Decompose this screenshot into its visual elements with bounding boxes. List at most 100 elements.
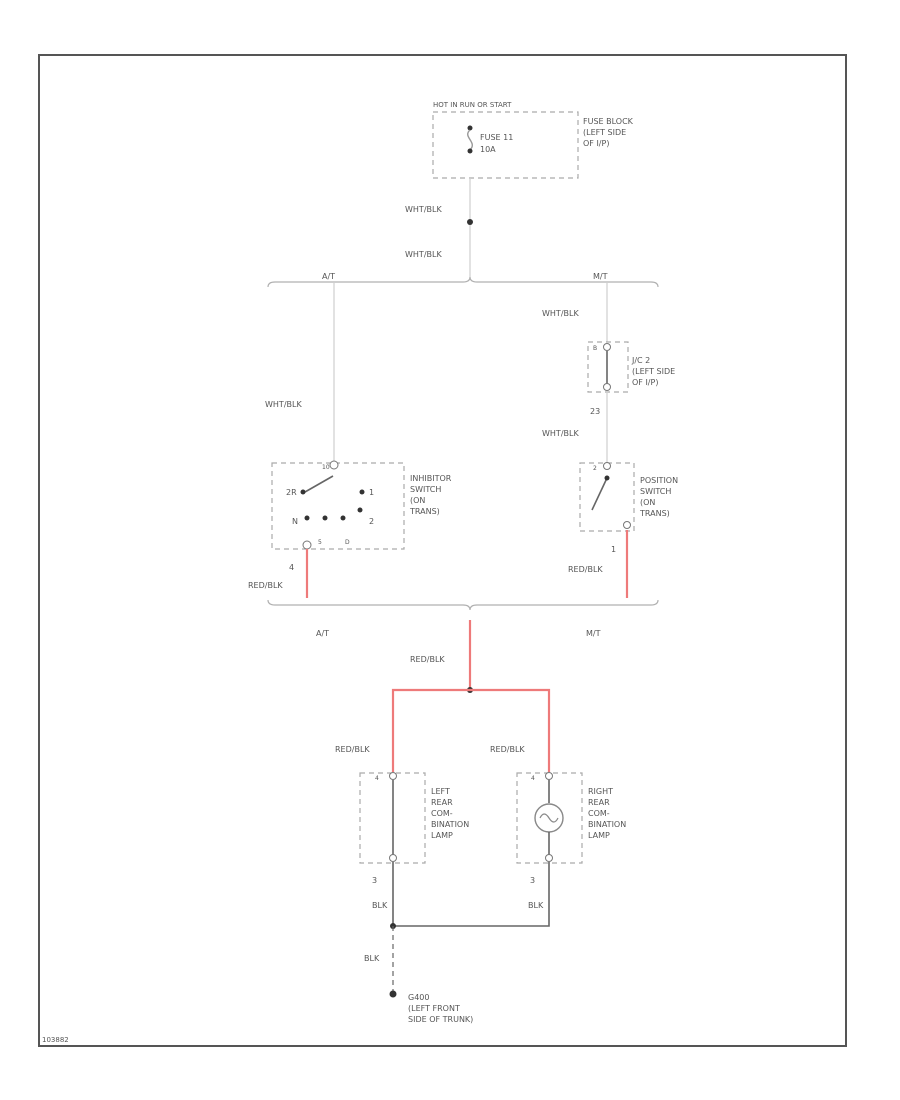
wire-label-blk-right: BLK [528, 901, 544, 910]
fuse-block-location-1: FUSE BLOCK [583, 117, 634, 126]
wire-label-blk-left: BLK [372, 901, 388, 910]
right-lamp-pin-top [545, 772, 553, 780]
position-contact-arm [591, 477, 608, 511]
jc2-label-2: (LEFT SIDE [632, 367, 675, 376]
wire-label-wht-blk-mt-1: WHT/BLK [542, 309, 579, 318]
inhibitor-pin-2r-label: 2R [286, 488, 297, 497]
jc2-outline [587, 341, 629, 393]
position-out-pin-label: 1 [611, 545, 616, 554]
wire-label-wht-blk-at: WHT/BLK [265, 400, 302, 409]
left-lamp-pin-bottom-label: 3 [372, 876, 377, 885]
left-lamp-label-3: COM- [431, 809, 453, 818]
wire-label-red-blk-left: RED/BLK [335, 745, 370, 754]
inhibitor-pin-top [329, 460, 339, 470]
left-rear-combination-lamp: 4 LEFT REAR COM- BINATION LAMP [359, 772, 469, 864]
inhibitor-pin-bottom [302, 540, 312, 550]
wire-label-red-blk-mt: RED/BLK [568, 565, 603, 574]
left-lamp-label-4: BINATION [431, 820, 469, 829]
position-contact-top [604, 475, 610, 481]
inhibitor-contact-arm [304, 475, 334, 493]
position-pin-top [603, 462, 611, 470]
bottom-branch-auto: A/T [316, 629, 329, 638]
jc2-pin-top-label: B [593, 345, 597, 352]
jc2-pin-bottom [603, 383, 611, 391]
position-switch-outline [579, 462, 635, 532]
right-lamp-outline [516, 772, 583, 864]
fuse-block-location-3: OF I/P) [583, 139, 609, 148]
inhibitor-label-3: (ON [410, 496, 425, 505]
position-label-2: SWITCH [640, 487, 671, 496]
fuse-block-outline [432, 111, 579, 179]
left-lamp-label-5: LAMP [431, 831, 453, 840]
inhibitor-label-4: TRANS) [409, 507, 440, 516]
right-lamp-pin-bottom [545, 854, 553, 862]
right-lamp-label-1: RIGHT [588, 787, 613, 796]
jc2-label-3: OF I/P) [632, 378, 658, 387]
bottom-branch-manual: M/T [586, 629, 601, 638]
left-lamp-pin-top [389, 772, 397, 780]
inhibitor-out-pin-label: 4 [289, 563, 294, 572]
inhibitor-switch: 10 2R 1 N 2 5 D INHIBITOR SWITCH (ON TRA… [271, 460, 452, 550]
right-lamp-label-4: BINATION [588, 820, 626, 829]
left-lamp-pin-bottom [389, 854, 397, 862]
wire-label-wht-blk-2: WHT/BLK [405, 250, 442, 259]
right-rear-combination-lamp: 4 RIGHT REAR COM- BINATION LAMP [516, 772, 626, 864]
fuse-block-header: HOT IN RUN OR START [433, 101, 512, 109]
top-branch-auto: A/T [322, 272, 335, 281]
inhibitor-pin-d-label: D [345, 539, 350, 546]
wire-label-wht-blk-mt-2: WHT/BLK [542, 429, 579, 438]
inhibitor-pin-1-label: 1 [369, 488, 374, 497]
left-lamp-label-2: REAR [431, 798, 453, 807]
position-label-3: (ON [640, 498, 655, 507]
left-lamp-outline [359, 772, 426, 864]
inhibitor-pin-top-label: 10 [322, 464, 330, 471]
wire-label-red-blk-at: RED/BLK [248, 581, 283, 590]
wire-lamp-ground [392, 862, 550, 927]
ground-label-3: SIDE OF TRUNK) [408, 1015, 473, 1024]
right-lamp-pin-top-label: 4 [531, 775, 535, 782]
wire-label-red-blk-right: RED/BLK [490, 745, 525, 754]
junction-connector-2: B J/C 2 (LEFT SIDE OF I/P) [587, 341, 675, 393]
fuse-terminal-top [467, 125, 473, 131]
inhibitor-switch-outline [271, 462, 405, 550]
right-lamp-pin-bottom-label: 3 [530, 876, 535, 885]
wire-label-blk-ground: BLK [364, 954, 380, 963]
inhibitor-contact-2 [357, 507, 363, 513]
wire-lamp-distribution [391, 688, 551, 772]
inhibitor-pin-n-label: N [292, 517, 298, 526]
jc2-label-1: J/C 2 [631, 356, 650, 365]
figure-id: 103882 [42, 1036, 69, 1044]
position-label-1: POSITION [640, 476, 678, 485]
inhibitor-contact-1 [359, 489, 365, 495]
jc2-pin-bottom-label: 23 [590, 407, 600, 416]
inhibitor-contact-n [304, 515, 310, 521]
position-switch: 2 POSITION SWITCH (ON TRANS) [579, 462, 678, 532]
inhibitor-contact-2r [300, 489, 306, 495]
ground-label-2: (LEFT FRONT [408, 1004, 460, 1013]
fuse-rating-line-2: 10A [480, 145, 496, 154]
inhibitor-contact-mid-2 [340, 515, 346, 521]
fuse-element [467, 129, 473, 151]
jc2-pin-top [603, 343, 611, 351]
inhibitor-pin-5-label: 5 [318, 539, 322, 546]
position-pin-top-label: 2 [593, 465, 597, 472]
fuse-block-location-2: (LEFT SIDE [583, 128, 626, 137]
left-lamp-label-1: LEFT [431, 787, 450, 796]
ground-point-icon [389, 990, 397, 998]
splice-fuse [467, 219, 473, 225]
top-branch-manual: M/T [593, 272, 608, 281]
inhibitor-contact-mid-1 [322, 515, 328, 521]
wire-label-wht-blk-1: WHT/BLK [405, 205, 442, 214]
right-lamp-label-2: REAR [588, 798, 610, 807]
inhibitor-label-2: SWITCH [410, 485, 441, 494]
inhibitor-label-1: INHIBITOR [410, 474, 452, 483]
diagram-frame [38, 54, 847, 1047]
ground-label-1: G400 [408, 993, 429, 1002]
fuse-block: HOT IN RUN OR START FUSE 11 10A FUSE BLO… [432, 101, 634, 179]
right-lamp-label-3: COM- [588, 809, 610, 818]
fuse-rating-line-1: FUSE 11 [480, 133, 513, 142]
bulb-filament-icon [539, 813, 559, 823]
top-option-brace [267, 276, 659, 288]
left-lamp-pin-top-label: 4 [375, 775, 379, 782]
